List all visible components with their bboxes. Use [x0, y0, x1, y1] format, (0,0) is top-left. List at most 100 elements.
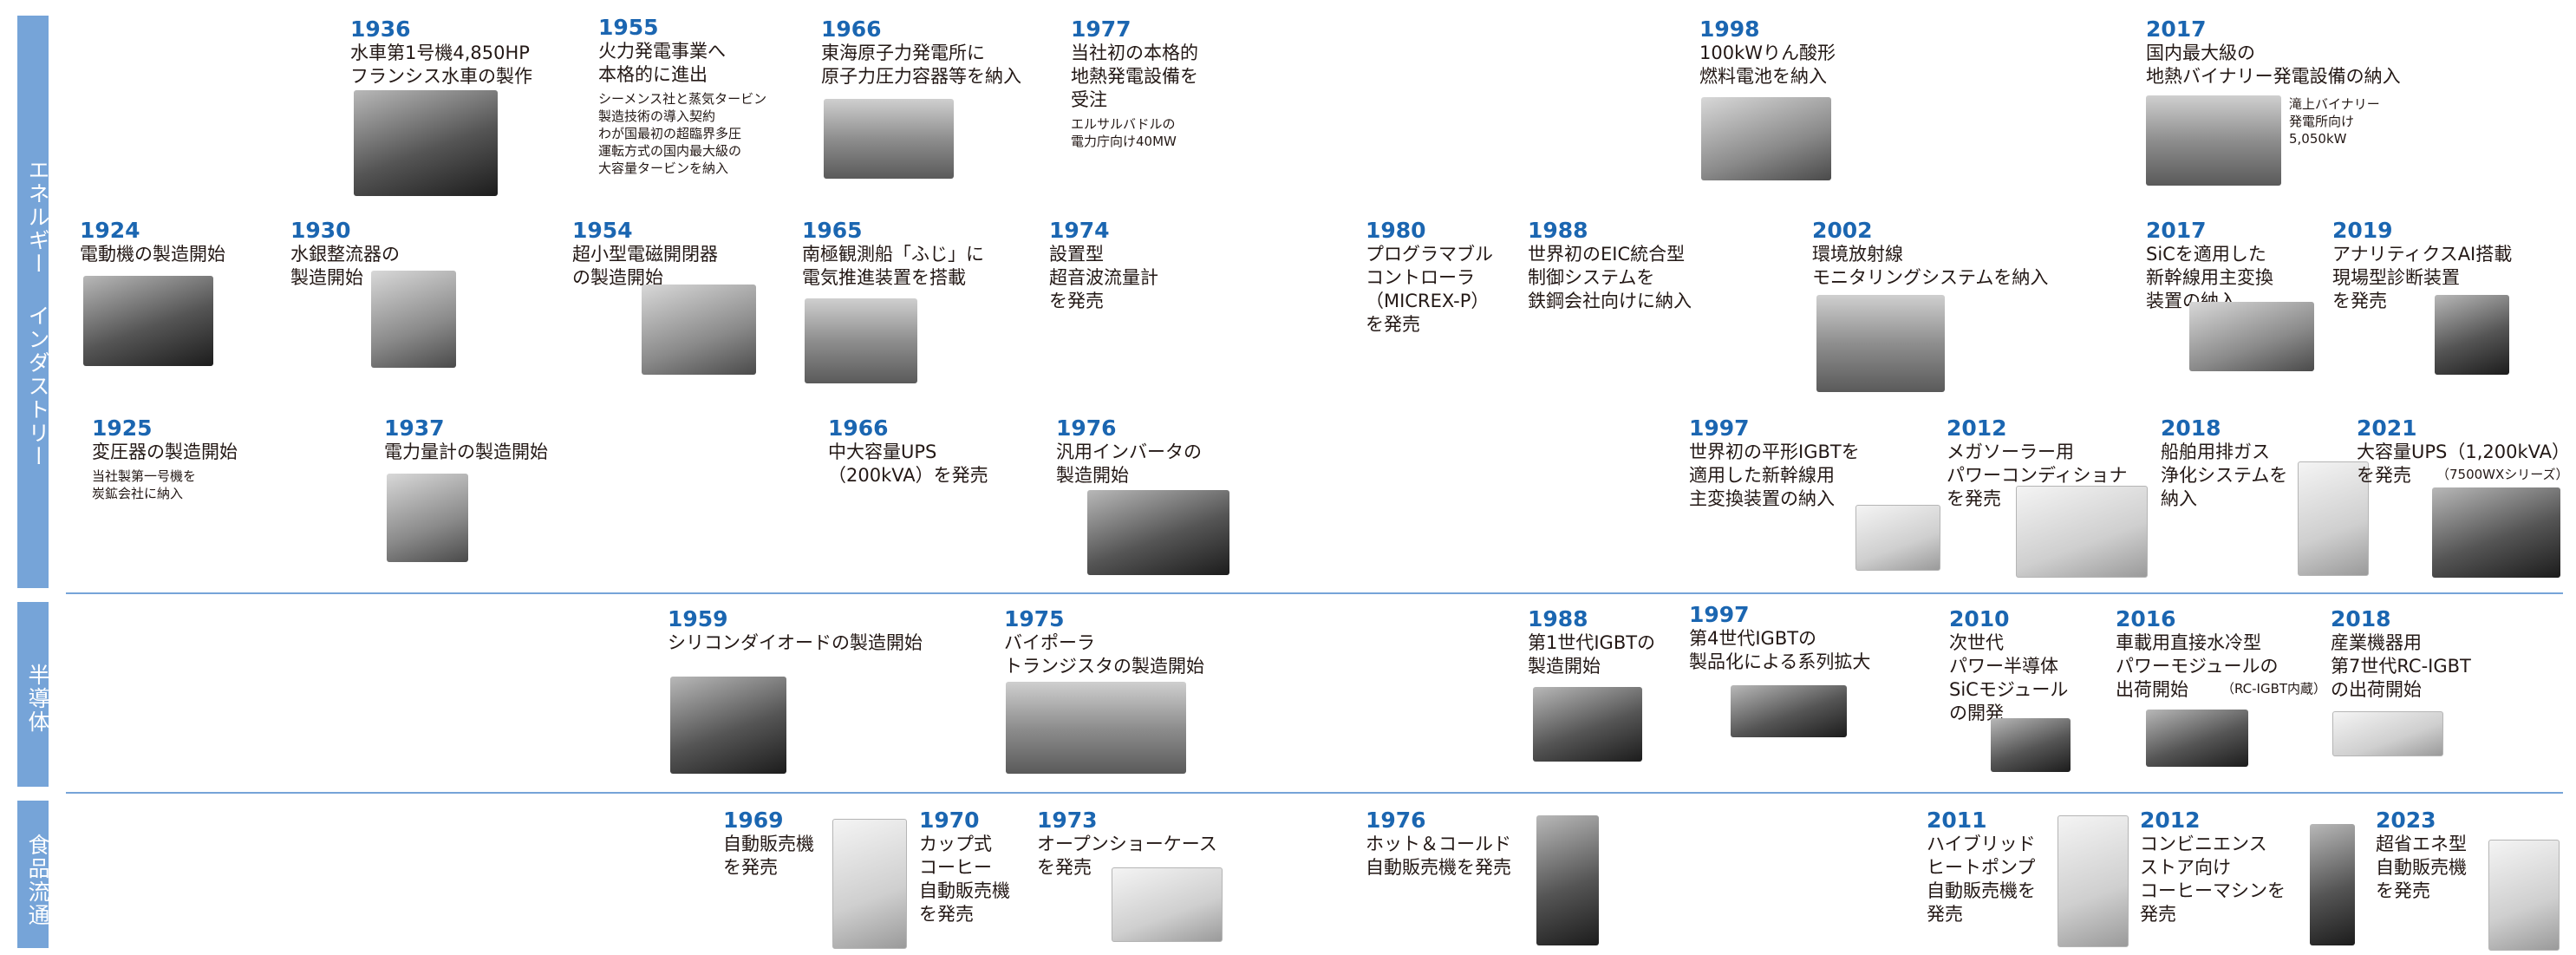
- inverter-photo: [1087, 490, 1229, 575]
- milestone-title: 次世代 パワー半導体 SiCモジュール の開発: [1949, 632, 2069, 723]
- milestone-title: ホット＆コールド 自動販売機を発売: [1366, 834, 1511, 878]
- milestone-year: 2011: [1927, 808, 1987, 833]
- large-ups-photo: [2432, 487, 2560, 578]
- milestone-title: プログラマブル コントローラ （MICREX-P） を発売: [1366, 244, 1493, 335]
- milestone-year: 1955: [598, 15, 659, 40]
- milestone-year: 2002: [1812, 218, 1873, 243]
- milestone-2021: 2021 大容量UPS（1,200kVA） を発売: [2357, 416, 2570, 487]
- milestone-note: 当社製第一号機を 炭鉱会社に納入: [92, 468, 197, 501]
- milestone-title: オープンショーケース を発売: [1037, 834, 1217, 878]
- milestone-title: 100kWりん酸形 燃料電池を納入: [1699, 43, 1836, 87]
- milestone-title: カップ式 コーヒー 自動販売機 を発売: [919, 834, 1010, 925]
- milestone-title: 電動機の製造開始: [80, 244, 225, 265]
- milestone-title: 当社初の本格的 地熱発電設備を 受注: [1071, 43, 1198, 110]
- milestone-title: ハイブリッド ヒートポンプ 自動販売機を 発売: [1927, 834, 2036, 925]
- milestone-title: 超小型電磁開閉器 の製造開始: [572, 244, 718, 288]
- power-conditioner-photo: [2016, 486, 2148, 578]
- water-turbine-photo: [354, 90, 498, 196]
- vending-machine-1976-photo: [1536, 815, 1599, 945]
- milestone-1954: 1954 超小型電磁開閉器 の製造開始: [572, 219, 718, 290]
- milestone-year: 1976: [1366, 808, 1426, 833]
- milestone-title: 電力量計の製造開始: [384, 442, 548, 462]
- milestone-title: SiCを適用した 新幹線用主変換 装置の納入: [2146, 244, 2273, 311]
- milestone-title: 超省エネ型 自動販売機 を発売: [2376, 834, 2467, 901]
- milestone-year: 2018: [2331, 606, 2391, 631]
- milestone-2012-coffee: 2012 コンビニエンス ストア向け コーヒーマシンを 発売: [2140, 808, 2286, 926]
- milestone-1969: 1969 自動販売機 を発売: [723, 808, 814, 880]
- scrubber-photo: [2298, 461, 2369, 576]
- coffee-machine-photo: [2310, 824, 2355, 945]
- milestone-1974: 1974 設置型 超音波流量計 を発売: [1049, 219, 1158, 313]
- milestone-year: 1976: [1056, 415, 1117, 441]
- milestone-year: 2010: [1949, 606, 2010, 631]
- milestone-title: バイポーラ トランジスタの製造開始: [1004, 632, 1204, 677]
- divider-bottom: [66, 792, 2563, 794]
- milestone-year: 1925: [92, 415, 153, 441]
- divider-top: [66, 592, 2563, 594]
- milestone-2018-scrubber: 2018 船舶用排ガス 浄化システムを 納入: [2161, 416, 2287, 511]
- milestone-title: 汎用インバータの 製造開始: [1056, 442, 1202, 486]
- milestone-year: 1936: [350, 16, 411, 42]
- milestone-title: メガソーラー用 パワーコンディショナ を発売: [1947, 442, 2128, 509]
- milestone-title: 船舶用排ガス 浄化システムを 納入: [2161, 442, 2288, 509]
- milestone-2016-note: （RC-IGBT内蔵）: [2221, 680, 2326, 697]
- milestone-note: シーメンス社と蒸気タービン 製造技術の導入契約 わが国最初の超臨界多圧 運転方式…: [598, 91, 767, 176]
- binary-plant-photo: [2146, 95, 2281, 186]
- milestone-note: 滝上バイナリー 発電所向け 5,050kW: [2289, 96, 2380, 147]
- milestone-year: 1966: [821, 16, 882, 42]
- category-label-industry: インダストリー: [25, 304, 50, 468]
- milestone-year: 1977: [1071, 16, 1131, 42]
- milestone-title: 第1世代IGBTの 製造開始: [1528, 632, 1656, 677]
- milestone-title: 東海原子力発電所に 原子力圧力容器等を納入: [821, 43, 1021, 87]
- milestone-1937: 1937 電力量計の製造開始: [384, 416, 548, 464]
- sic-module-photo: [1991, 718, 2071, 772]
- milestone-year: 1974: [1049, 218, 1110, 243]
- milestone-year: 1930: [290, 218, 351, 243]
- milestone-year: 1998: [1699, 16, 1760, 42]
- milestone-1973: 1973 オープンショーケース を発売: [1037, 808, 1217, 880]
- milestone-year: 2012: [1947, 415, 2007, 441]
- sic-converter-photo: [2189, 302, 2314, 371]
- milestone-1930: 1930 水銀整流器の 製造開始: [290, 219, 400, 290]
- band-semiconductor: [17, 602, 49, 787]
- showcase-photo: [1112, 867, 1223, 942]
- energy-saving-vending-photo: [2488, 840, 2560, 951]
- milestone-year: 1970: [919, 808, 980, 833]
- flat-igbt-photo: [1855, 505, 1940, 571]
- milestone-2010: 2010 次世代 パワー半導体 SiCモジュール の開発: [1949, 607, 2068, 725]
- milestone-year: 1988: [1528, 218, 1588, 243]
- milestone-2011: 2011 ハイブリッド ヒートポンプ 自動販売機を 発売: [1927, 808, 2036, 926]
- milestone-1965: 1965 南極観測船「ふじ」に 電気推進装置を搭載: [802, 219, 984, 290]
- milestone-1975: 1975 バイポーラ トランジスタの製造開始: [1004, 607, 1204, 678]
- milestone-1976-vending: 1976 ホット＆コールド 自動販売機を発売: [1366, 808, 1511, 880]
- milestone-1955: 1955 火力発電事業へ 本格的に進出 シーメンス社と蒸気タービン 製造技術の導…: [598, 16, 766, 177]
- milestone-1988-eic: 1988 世界初のEIC統合型 制御システムを 鉄鋼会社向けに納入: [1528, 219, 1692, 313]
- milestone-2023: 2023 超省エネ型 自動販売機 を発売: [2376, 808, 2467, 903]
- category-label-food: 食品流通: [25, 834, 50, 927]
- radiation-monitor-photo: [1816, 295, 1945, 392]
- milestone-year: 1966: [828, 415, 889, 441]
- milestone-year: 2023: [2376, 808, 2436, 833]
- milestone-1924: 1924 電動機の製造開始: [80, 219, 225, 266]
- milestone-title: 南極観測船「ふじ」に 電気推進装置を搭載: [802, 244, 984, 288]
- vending-machine-1969-photo: [832, 819, 907, 949]
- milestone-year: 2018: [2161, 415, 2221, 441]
- milestone-1966-ups: 1966 中大容量UPS （200kVA）を発売: [828, 416, 988, 487]
- milestone-1970: 1970 カップ式 コーヒー 自動販売機 を発売: [919, 808, 1010, 926]
- igbt-gen4-photo: [1731, 685, 1847, 737]
- milestone-year: 2021: [2357, 415, 2417, 441]
- milestone-title: 水車第1号機4,850HP フランシス水車の製作: [350, 43, 532, 87]
- watt-hour-meter-photo: [387, 474, 468, 562]
- nuclear-vessel-photo: [824, 99, 954, 179]
- rc-igbt-photo: [2332, 711, 2443, 756]
- milestone-1988-igbt: 1988 第1世代IGBTの 製造開始: [1528, 607, 1655, 678]
- milestone-year: 1980: [1366, 218, 1426, 243]
- milestone-2019: 2019 アナリティクスAI搭載 現場型診断装置 を発売: [2332, 219, 2512, 313]
- heat-pump-vending-photo: [2058, 815, 2129, 947]
- milestone-title: 環境放射線 モニタリングシステムを納入: [1812, 244, 2049, 288]
- milestone-1980: 1980 プログラマブル コントローラ （MICREX-P） を発売: [1366, 219, 1493, 337]
- milestone-title: 水銀整流器の 製造開始: [290, 244, 400, 288]
- silicon-diode-photo: [670, 677, 786, 774]
- milestone-year: 1997: [1689, 415, 1750, 441]
- band-food: [17, 801, 49, 948]
